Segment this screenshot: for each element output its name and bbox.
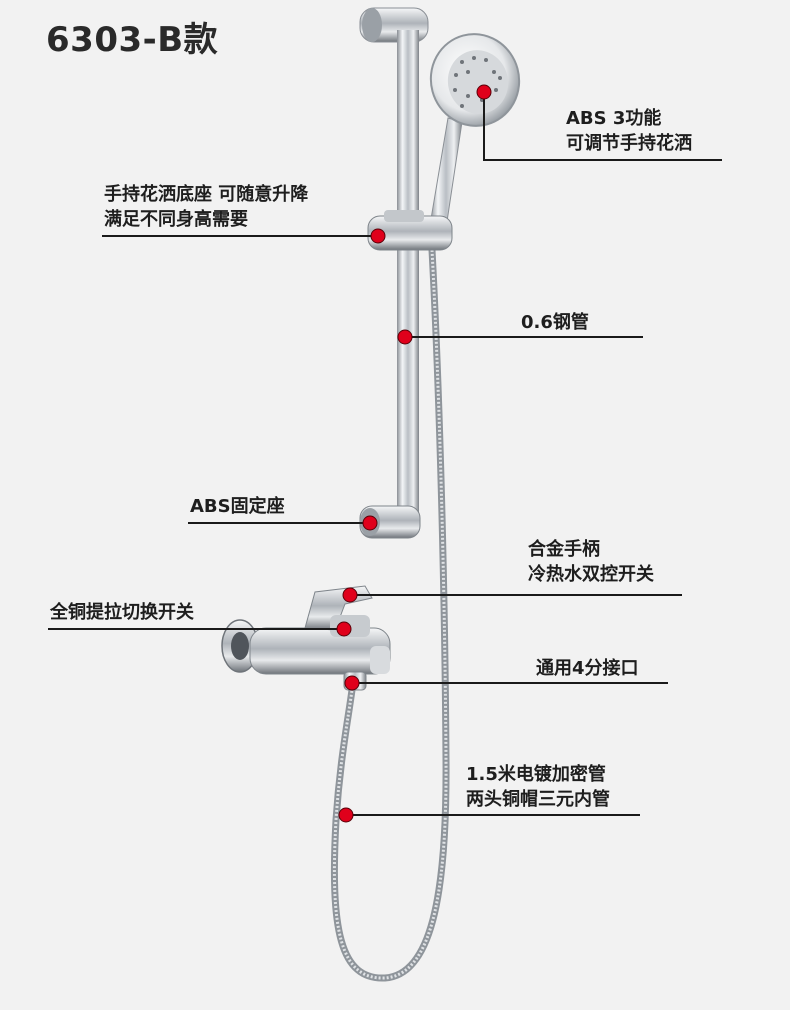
callout-line: 冷热水双控开关	[528, 564, 654, 585]
callout-hose: 1.5米电镀加密管 两头铜帽三元内管	[466, 762, 610, 812]
bottom-bracket	[359, 505, 421, 539]
marker-hose	[338, 807, 354, 823]
marker-holder	[370, 228, 386, 244]
callout-bracket: ABS固定座	[190, 494, 285, 519]
callout-outlet: 通用4分接口	[536, 656, 639, 681]
marker-handle	[342, 587, 358, 603]
sliding-holder	[367, 210, 453, 251]
callout-line: 可调节手持花洒	[566, 133, 692, 154]
mixer-faucet	[221, 585, 391, 691]
callout-showerhead: ABS 3功能 可调节手持花洒	[566, 106, 692, 156]
steel-rail	[397, 30, 419, 520]
callout-line: 两头铜帽三元内管	[466, 789, 610, 810]
callout-line: ABS 3功能	[566, 108, 662, 129]
flexible-hose	[330, 249, 450, 982]
handheld-shower-head	[429, 33, 521, 229]
callout-line: 手持花洒底座 可随意升降	[104, 184, 309, 205]
marker-diverter	[336, 621, 352, 637]
callout-line: 1.5米电镀加密管	[466, 764, 606, 785]
callout-handle: 合金手柄 冷热水双控开关	[528, 537, 654, 587]
marker-bracket	[362, 515, 378, 531]
callout-pipe: 0.6钢管	[521, 310, 589, 335]
callout-line: 合金手柄	[528, 539, 600, 560]
callout-line: 满足不同身高需要	[104, 209, 248, 230]
callout-diverter: 全铜提拉切换开关	[50, 600, 194, 625]
callout-line: 通用4分接口	[536, 658, 639, 679]
marker-outlet	[344, 675, 360, 691]
marker-showerhead	[476, 84, 492, 100]
callout-line: 0.6钢管	[521, 312, 589, 333]
product-title: 6303-B款	[46, 20, 219, 60]
callout-line: ABS固定座	[190, 496, 285, 517]
leader-lines	[48, 92, 722, 816]
callout-markers	[336, 84, 492, 823]
marker-pipe	[397, 329, 413, 345]
callout-line: 全铜提拉切换开关	[50, 602, 194, 623]
callout-holder: 手持花洒底座 可随意升降 满足不同身高需要	[104, 182, 308, 232]
